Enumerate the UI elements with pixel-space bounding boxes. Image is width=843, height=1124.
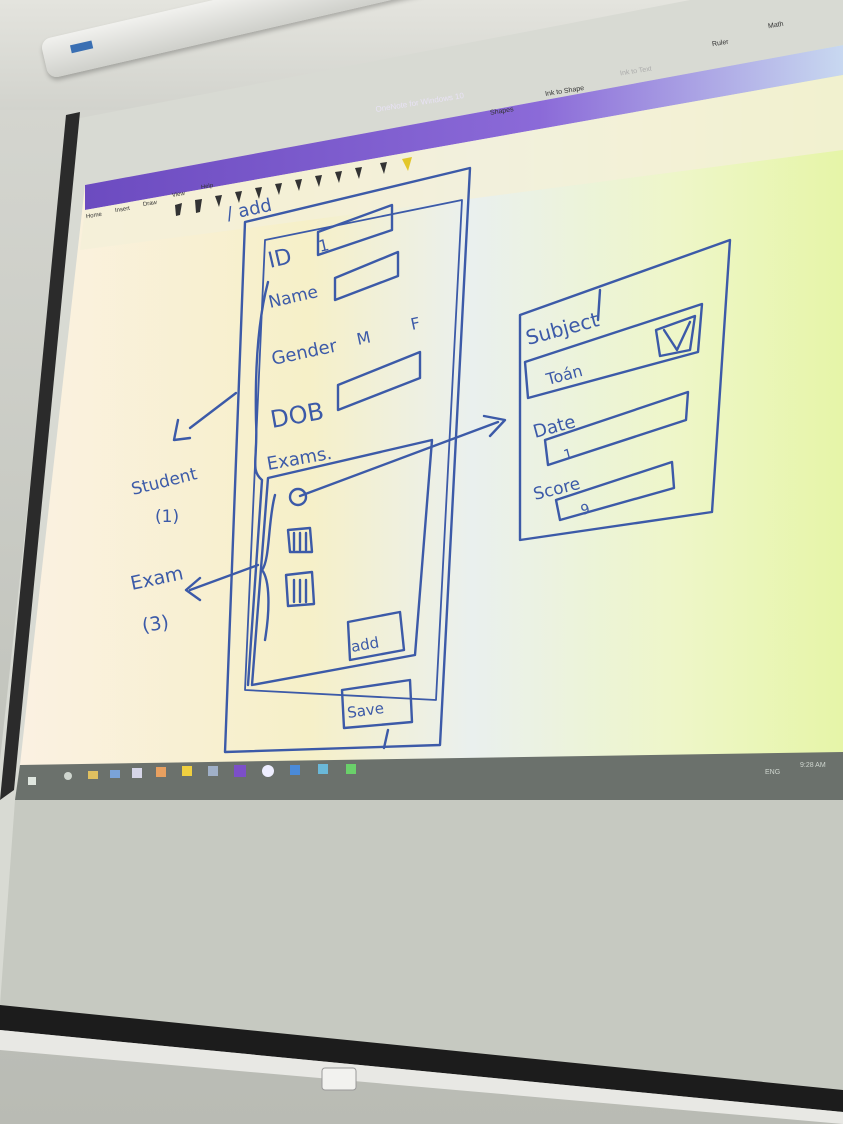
- save-button-label: Save: [346, 699, 385, 722]
- exam-item-3: [284, 570, 316, 608]
- screen-frame-left: [0, 112, 80, 800]
- title-bar: [85, 45, 843, 210]
- exam-brace: [260, 493, 277, 642]
- pen-toolbar: [175, 157, 412, 216]
- score-input-box: [554, 460, 676, 522]
- gender-label: Gender: [270, 335, 340, 369]
- taskbar-icons: [28, 764, 356, 785]
- student-annotation: Student: [129, 464, 199, 500]
- language-indicator[interactable]: ENG: [765, 769, 781, 776]
- gender-m: M: [355, 327, 372, 348]
- add-button-label: add: [350, 633, 381, 656]
- arrow-to-exam-form: [298, 414, 507, 498]
- student-arrow: [172, 391, 238, 442]
- top-label: / add: [225, 195, 274, 225]
- student-inner-panel: [244, 199, 463, 701]
- name-input-box: [333, 250, 400, 302]
- clock[interactable]: 9:28 AM: [800, 762, 826, 769]
- dropdown-chevron: [654, 314, 697, 358]
- exam-item-1: [288, 487, 308, 507]
- taskbar: [15, 752, 843, 800]
- name-label: Name: [267, 282, 320, 313]
- screen-bottom-rail: [0, 1030, 843, 1124]
- date-value: 1: [562, 446, 575, 464]
- exam-count: (3): [141, 611, 171, 637]
- id-input-box: [316, 203, 394, 257]
- save-button-outline: [340, 678, 414, 730]
- id-value: 1: [317, 235, 331, 256]
- dob-input-box: [336, 350, 422, 412]
- exam-form-outline: [518, 238, 732, 542]
- student-brace: [246, 280, 270, 687]
- student-count: (1): [155, 507, 179, 527]
- exam-annotation: Exam: [128, 562, 185, 595]
- gender-f: F: [409, 313, 422, 333]
- ribbon: [80, 75, 843, 250]
- pull-handle: [321, 1067, 357, 1091]
- exam-arrow: [184, 563, 260, 602]
- exam-item-2: [286, 526, 314, 554]
- add-button-outline: [346, 610, 406, 662]
- screen-bottom-bar: [0, 1005, 843, 1112]
- id-label: ID: [266, 244, 294, 274]
- subject-dropdown: [523, 302, 704, 400]
- subject-label: Subject: [523, 307, 602, 350]
- dob-label: DOB: [268, 397, 326, 434]
- exams-panel: [250, 438, 434, 687]
- date-input-box: [543, 390, 690, 467]
- screen-lower: [0, 800, 843, 1110]
- score-value: 9: [579, 501, 592, 519]
